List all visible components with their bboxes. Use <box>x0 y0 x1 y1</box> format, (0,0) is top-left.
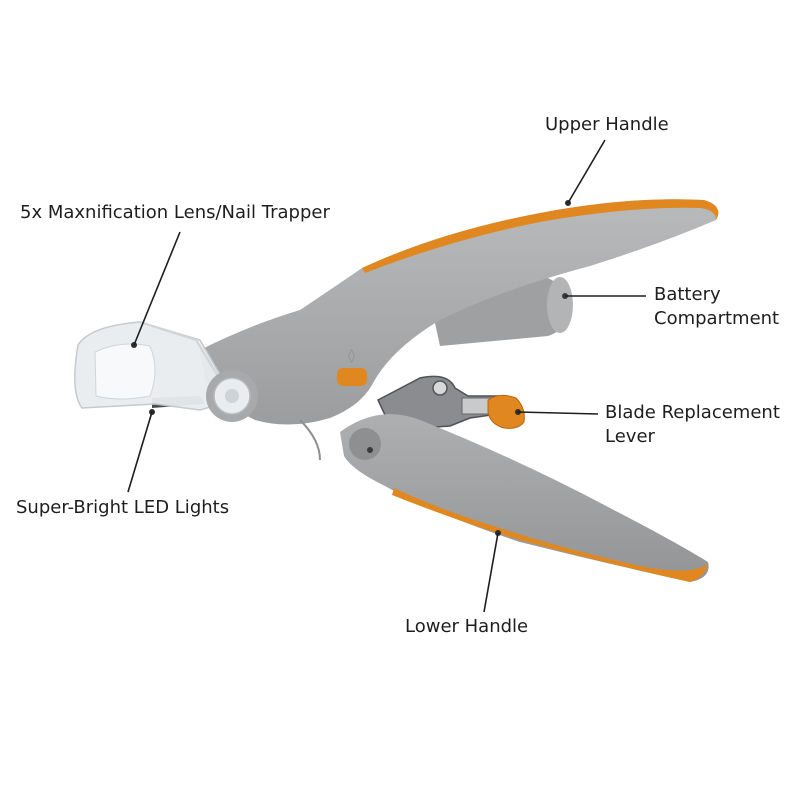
svg-text:◊: ◊ <box>348 348 355 364</box>
leader-blade-lever <box>517 411 599 415</box>
label-blade-replacement-lever: Blade Replacement Lever <box>605 401 780 449</box>
leader-led <box>127 411 153 493</box>
leader-lower-handle <box>483 532 499 613</box>
label-lower-handle: Lower Handle <box>405 615 528 639</box>
label-battery-line1: Battery <box>654 284 721 305</box>
label-blade-line1: Blade Replacement <box>605 402 780 423</box>
label-upper-handle-text: Upper Handle <box>545 114 669 135</box>
label-upper-handle: Upper Handle <box>545 113 669 137</box>
label-lens-text: 5x Maxnification Lens/Nail Trapper <box>20 202 330 223</box>
label-led-text: Super-Bright LED Lights <box>16 497 230 518</box>
magnification-lens <box>74 321 258 422</box>
label-battery-line2: Compartment <box>654 308 780 329</box>
leader-upper-handle <box>567 139 606 204</box>
leader-lens <box>133 231 181 346</box>
label-led-lights: Super-Bright LED Lights <box>16 496 229 520</box>
label-blade-line2: Lever <box>605 426 655 447</box>
label-lower-handle-text: Lower Handle <box>405 616 529 637</box>
lock-button <box>337 368 367 386</box>
leader-lines <box>127 139 646 613</box>
label-battery-compartment: Battery Compartment <box>654 283 779 331</box>
label-magnification-lens: 5x Maxnification Lens/Nail Trapper <box>20 201 330 225</box>
lower-handle <box>340 414 709 582</box>
blade-replacement-lever <box>487 394 525 429</box>
